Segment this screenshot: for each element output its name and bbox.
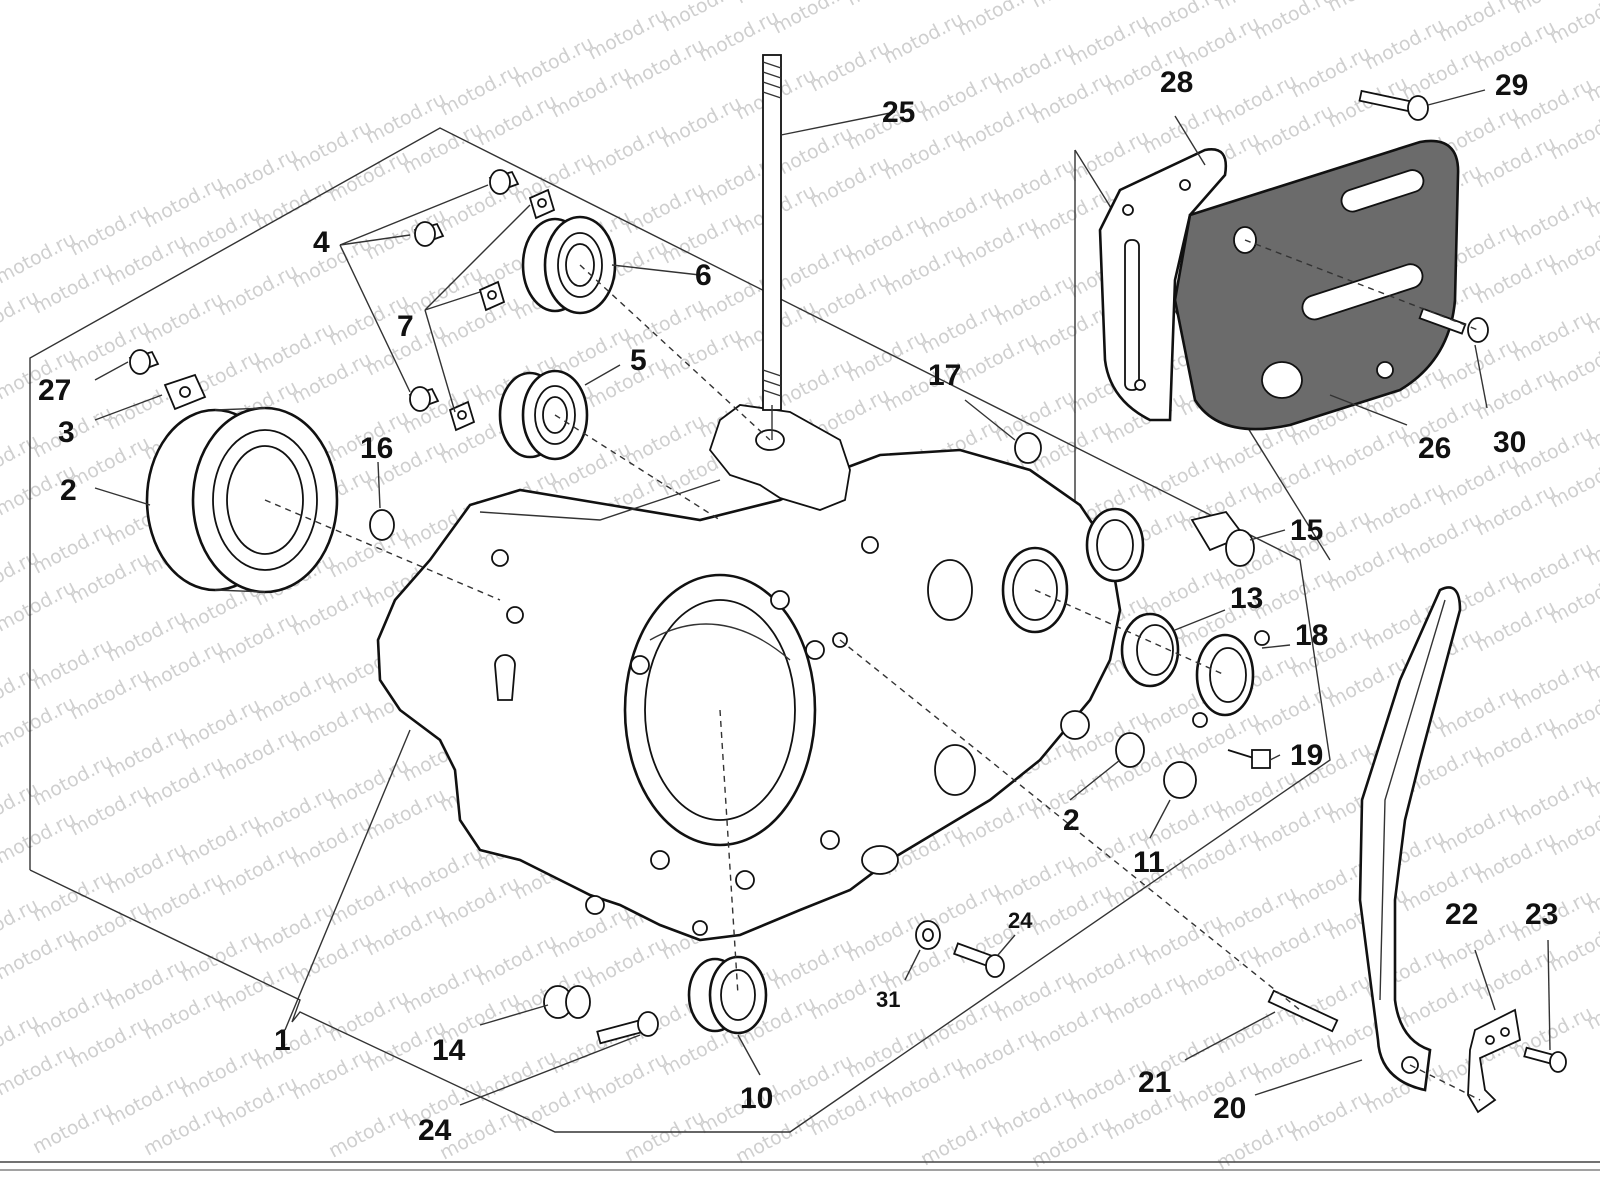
watermark-text: motod.ru [0,576,79,636]
callout-28: 28 [1160,66,1193,99]
callout-23: 23 [1525,898,1558,931]
callout-2: 2 [1063,804,1080,837]
flange-18[interactable] [1192,630,1270,728]
watermark-text: motod.ru [510,148,597,208]
main-bearing-2[interactable] [145,406,339,594]
crankcase-half[interactable] [376,404,1145,942]
watermark-text: motod.ru [29,1098,116,1158]
watermark-text: motod.ru [1546,0,1600,48]
watermark-text: motod.ru [1250,0,1337,44]
watermark-text: motod.ru [140,288,227,348]
callout-1: 1 [274,1024,291,1057]
bolts-4[interactable] [408,169,520,412]
bolt-19[interactable] [1227,749,1271,769]
watermark-text: motod.ru [0,692,79,752]
dowel-11[interactable] [1163,761,1197,799]
callout-26: 26 [1418,432,1451,465]
watermark-text: motod.ru [214,260,301,320]
callout-20: 20 [1213,1092,1246,1125]
dowel-2[interactable] [1115,732,1145,768]
callout-6: 6 [695,259,712,292]
callout-18: 18 [1295,619,1328,652]
bushing-14[interactable] [543,985,591,1019]
callout-27: 27 [38,374,71,407]
bracket-22[interactable] [1467,1008,1522,1114]
callout-2: 2 [60,474,77,507]
screw-29[interactable] [1358,89,1429,121]
callout-24: 24 [418,1114,452,1147]
watermark-text: motod.ru [1028,0,1115,12]
watermark-text: motod.ru [584,120,671,180]
bolt-27[interactable] [128,349,160,375]
watermark-text: motod.ru [325,1102,412,1162]
callout-31: 31 [876,987,900,1012]
callout-30: 30 [1493,426,1526,459]
lock-plates-7[interactable] [448,188,556,432]
bolt-24-right[interactable] [953,942,1005,978]
bolt-24-lower[interactable] [596,1011,659,1045]
watermark-text: motod.ru [954,0,1041,40]
cover-26[interactable] [1173,139,1460,431]
callout-13: 13 [1230,582,1263,615]
callout-10: 10 [740,1082,773,1115]
washer-31[interactable] [915,920,941,950]
callout-16: 16 [360,432,393,465]
callout-22: 22 [1445,898,1478,931]
callout-7: 7 [397,310,414,343]
callout-17: 17 [928,359,961,392]
watermark-text: motod.ru [0,808,79,868]
callout-25: 25 [882,96,915,129]
watermark-text: motod.ru [1324,0,1411,16]
lock-plate-3[interactable] [163,373,207,411]
dowel-16[interactable] [369,509,395,541]
screw-23[interactable] [1523,1046,1567,1073]
bottom-rules [0,1161,1600,1171]
callout-21: 21 [1138,1066,1171,1099]
watermark-text: motod.ru [0,924,79,984]
callout-15: 15 [1290,514,1323,547]
oil-seal-13[interactable] [1120,612,1180,688]
callout-29: 29 [1495,69,1528,102]
callout-5: 5 [630,344,647,377]
watermark-text: motod.ru [769,0,856,38]
dowel-17[interactable] [1014,432,1042,464]
bushing-15[interactable] [1190,510,1255,567]
callout-24: 24 [1008,908,1033,933]
bearing-6[interactable] [521,215,617,315]
callout-14: 14 [432,1034,466,1067]
watermark-text: motod.ru [843,0,930,10]
callout-labels: 1 2 2 3 4 5 6 7 10 11 13 14 15 16 17 18 … [38,66,1558,1147]
watermark-text: motod.ru [288,232,375,292]
pin-21[interactable] [1267,989,1339,1033]
watermark-text: motod.ru [1287,1086,1374,1146]
callout-4: 4 [313,226,330,259]
watermark-text: motod.ru [806,36,893,96]
watermark-text: motod.ru [621,1106,708,1166]
bearing-10[interactable] [687,955,768,1035]
leader-lines [94,89,1551,1106]
callout-11: 11 [1133,846,1165,879]
watermark-text: motod.ru [658,92,745,152]
watermark-text: motod.ru [880,8,967,68]
watermark-text: motod.ru [0,1040,79,1100]
callout-19: 19 [1290,739,1323,772]
cylinder-stud[interactable] [762,54,782,440]
bearing-5[interactable] [498,369,589,461]
callout-3: 3 [58,416,75,449]
gasket-plate-28[interactable] [1098,148,1228,422]
